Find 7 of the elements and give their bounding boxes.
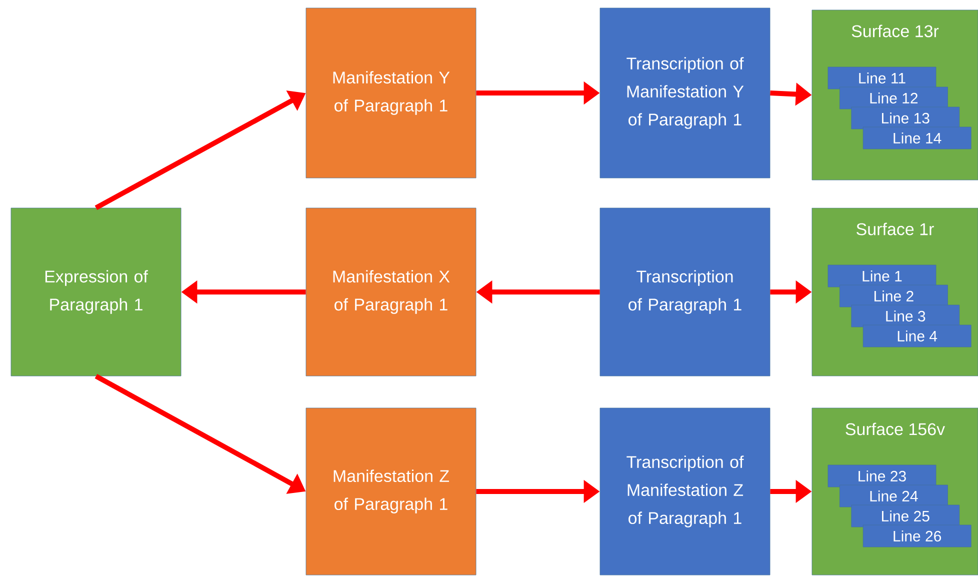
transcription-box: Transcription of Manifestation Z of Paragraph 1	[600, 408, 770, 576]
manifestation-box: Manifestation Z of Paragraph 1	[306, 408, 476, 576]
manifestation-box: Manifestation X of Paragraph 1	[306, 208, 476, 376]
manifestation-box: Manifestation Y of Paragraph 1	[306, 8, 476, 178]
expression-box: Expression of Paragraph 1	[10, 208, 182, 376]
transcription-box: Transcription of Manifestation Y of Paragraph 1	[600, 8, 770, 178]
transcription-box: Transcription of Paragraph 1	[600, 208, 770, 376]
